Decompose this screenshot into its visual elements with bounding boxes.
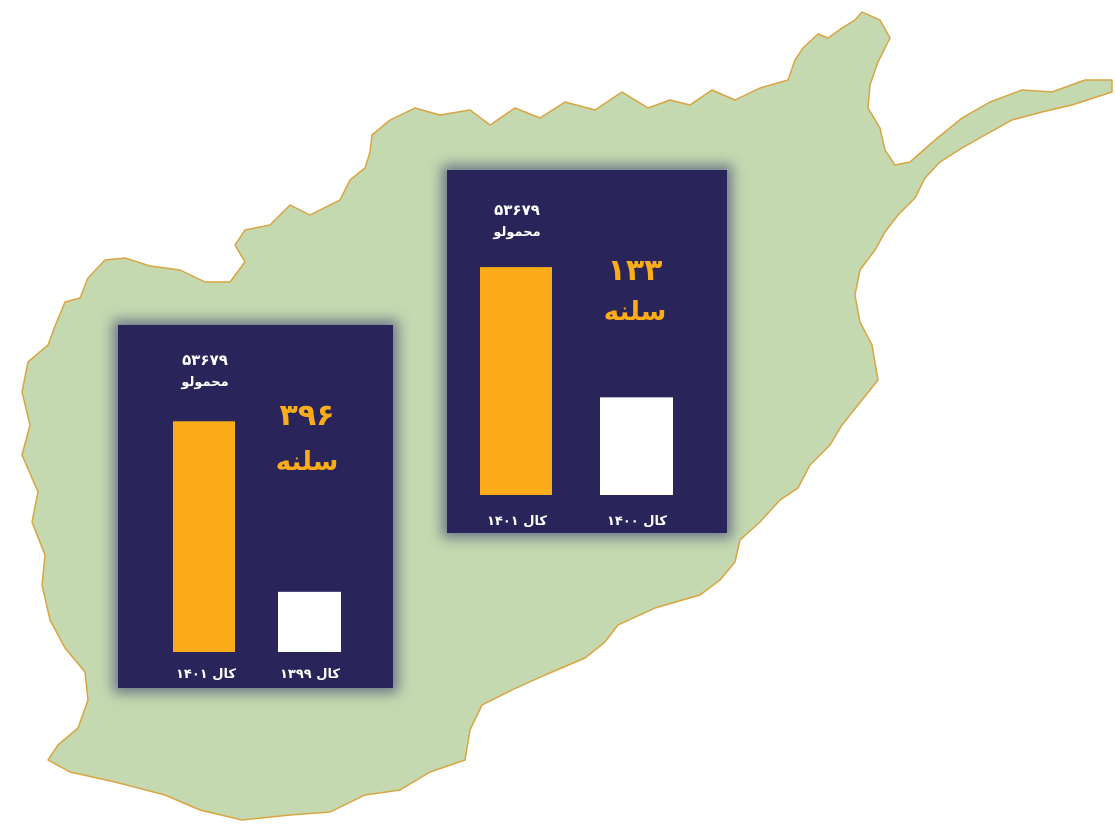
span-unit: سلنه: [276, 447, 339, 477]
bar-chart-2: ۵۳۶۷۹ محمولو ۱۳۳ سلنه ۱۴۰۱ کال ۱۴۰۰ کال: [447, 170, 727, 533]
category-label-1401: ۱۴۰۱ کال: [487, 514, 547, 529]
bar-1401: [173, 421, 235, 652]
chart-panel-1400-vs-1401: ۵۳۶۷۹ محمولو ۱۳۳ سلنه ۱۴۰۱ کال ۱۴۰۰ کال: [447, 170, 727, 533]
chart-panel-1399-vs-1401: ۵۳۶۷۹ محمولو ۳۹۶ سلنه ۱۴۰۱ کال ۱۳۹۹ کال: [118, 325, 393, 688]
span-value: ۱۳۳: [608, 253, 663, 288]
bar-1399: [278, 591, 341, 652]
span-value: ۳۹۶: [280, 398, 335, 433]
chart-background: [118, 325, 393, 688]
bar-1401: [480, 267, 552, 495]
top-label-unit: محمولو: [492, 225, 540, 240]
top-label-value: ۵۳۶۷۹: [494, 201, 540, 219]
top-label-unit: محمولو: [180, 375, 228, 390]
span-unit: سلنه: [604, 297, 667, 327]
category-label-1399: ۱۳۹۹ کال: [280, 667, 340, 682]
category-label-1401: ۱۴۰۱ کال: [176, 667, 236, 682]
bar-chart-1: ۵۳۶۷۹ محمولو ۳۹۶ سلنه ۱۴۰۱ کال ۱۳۹۹ کال: [118, 325, 393, 688]
category-label-1400: ۱۴۰۰ کال: [607, 514, 667, 529]
bar-1400: [600, 397, 673, 495]
top-label-value: ۵۳۶۷۹: [182, 351, 228, 369]
